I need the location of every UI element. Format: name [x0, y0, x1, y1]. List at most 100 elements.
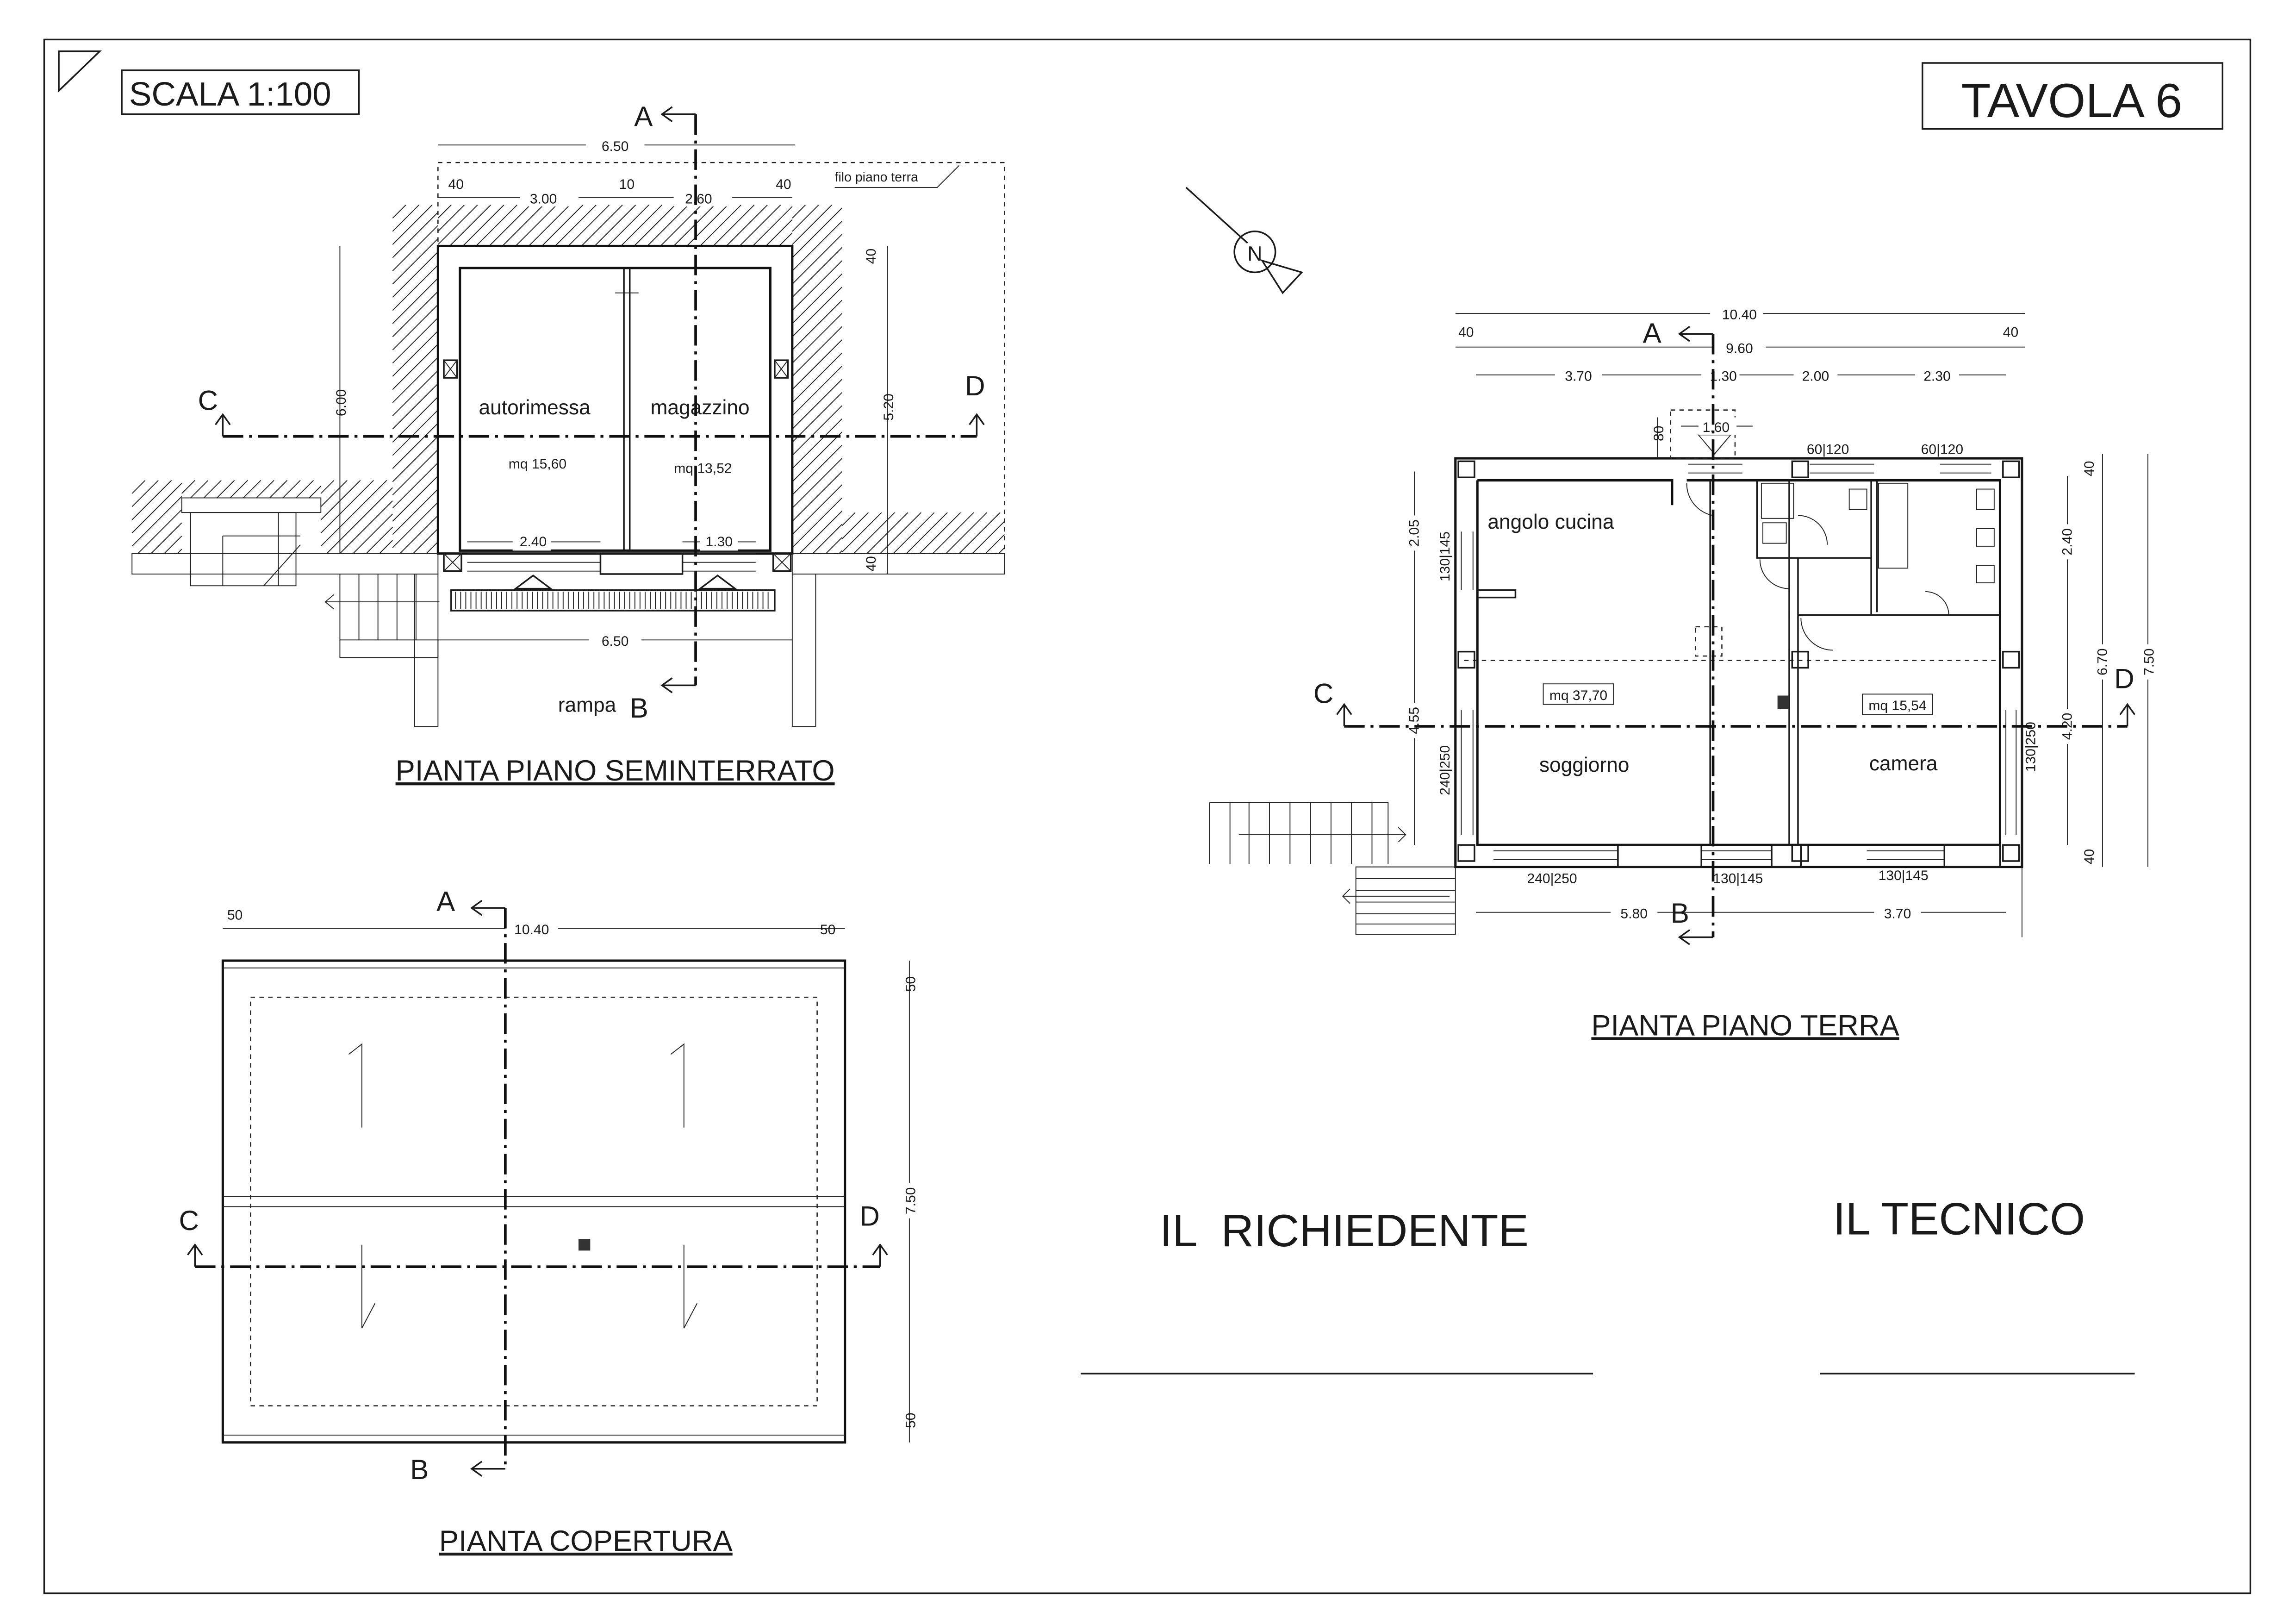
hatch-line — [792, 431, 843, 482]
hatch-line — [392, 212, 439, 258]
dim: 3.70 — [1884, 906, 1911, 921]
dim: 60|120 — [1921, 442, 1963, 457]
room-label-bedroom: camera — [1869, 752, 1938, 775]
hatch-line — [131, 480, 159, 507]
hatch-line — [392, 278, 439, 324]
room-area-garage: mq 15,60 — [509, 456, 566, 472]
hatch-line — [839, 550, 843, 554]
hatch-line — [392, 205, 433, 245]
hatch-line — [792, 205, 819, 232]
hatch-line — [392, 331, 439, 377]
section-label-b: B — [1671, 898, 1689, 929]
dim: 7.50 — [903, 1187, 919, 1214]
basement-plan-title: PIANTA PIANO SEMINTERRATO — [396, 755, 835, 787]
section-lines: A B C D — [179, 886, 888, 1485]
hatch-line — [392, 291, 439, 337]
dim: 50 — [903, 976, 919, 992]
dim: 130|250 — [2023, 722, 2038, 772]
wall-outline — [250, 996, 818, 1406]
hatch-line — [528, 205, 570, 247]
hatch-line — [392, 449, 439, 495]
room-area-living: mq 37,70 — [1549, 688, 1607, 703]
basement-plan: filo piano terra — [131, 101, 1005, 787]
hatch-line — [320, 480, 387, 547]
dim: 6.70 — [2095, 649, 2110, 675]
shower — [1761, 482, 1794, 519]
hatch-line — [309, 486, 321, 499]
dim: 6.50 — [602, 634, 628, 649]
dim: 130|145 — [1437, 531, 1453, 581]
section-label-d: D — [859, 1201, 879, 1232]
dim: 2.60 — [685, 192, 712, 207]
applicant-label: IL RICHIEDENTE — [1160, 1205, 1529, 1256]
hatch-line — [812, 524, 843, 554]
hatch-line — [634, 205, 676, 247]
room-label-kitchen: angolo cucina — [1487, 511, 1614, 533]
hatch-line — [392, 436, 439, 482]
hatch-line — [554, 205, 597, 247]
ground-floor-outline — [437, 162, 1005, 554]
scale-box: SCALA 1:100 — [121, 69, 360, 115]
hatch-line — [792, 366, 843, 417]
door-swings — [1686, 483, 1949, 651]
dim: 130|145 — [1713, 871, 1763, 886]
hatch-line — [320, 480, 374, 534]
stone-band — [131, 497, 1005, 727]
hatch-line — [426, 541, 439, 554]
garage-doors — [467, 552, 756, 590]
hatch-line — [256, 480, 274, 499]
section-label-c: C — [198, 385, 218, 416]
hatch-line — [320, 480, 335, 494]
hatch-line — [437, 205, 478, 245]
hatch-line — [131, 483, 182, 534]
toilet — [1762, 522, 1787, 544]
hatch-line — [392, 238, 439, 285]
hatch-line — [230, 480, 248, 499]
room-area-bedroom: mq 15,54 — [1868, 698, 1926, 713]
hatch-line — [825, 537, 843, 554]
hatch-line — [392, 423, 439, 469]
hatch-line — [594, 205, 636, 247]
hatch-line — [392, 488, 439, 535]
hatch-line — [489, 205, 531, 247]
hatch-line — [449, 205, 491, 247]
section-label-d: D — [965, 370, 985, 401]
hatch-line — [906, 512, 948, 554]
hatch-line — [502, 205, 544, 247]
hatch-line — [392, 383, 439, 430]
hatch-line — [998, 547, 1005, 554]
hatch-line — [893, 512, 935, 554]
external-stairs — [1209, 802, 1456, 935]
hatch-line — [392, 205, 406, 219]
external-stair — [190, 512, 440, 640]
hatch-line — [339, 500, 393, 554]
hatch-line — [673, 205, 715, 247]
hatch-line — [792, 484, 843, 535]
hatch-line — [392, 357, 439, 403]
hatch-line — [792, 458, 843, 509]
room-label-storage: magazzino — [651, 396, 750, 419]
chimney — [1777, 695, 1789, 709]
roof-dimensions: 50 10.40 50 50 7.50 50 — [223, 907, 919, 1443]
hatch-line — [792, 313, 843, 364]
ground-floor-plan-title: PIANTA PIANO TERRA — [1591, 1009, 1899, 1042]
sheet-border — [43, 38, 2252, 1594]
section-label-c: C — [179, 1205, 199, 1236]
pillars — [443, 359, 792, 572]
hatch-line — [752, 206, 793, 247]
roof-outline — [221, 959, 846, 1444]
dim: 3.00 — [530, 192, 557, 207]
hatch-line — [353, 513, 393, 554]
hatch-line — [437, 205, 452, 219]
ground-floor-plan: angolo cucina soggiorno mq 37,70 camera … — [1209, 304, 2157, 1042]
hatch-line — [792, 352, 843, 403]
hatch-line — [853, 512, 895, 554]
hatch-line — [841, 512, 869, 539]
earth-hatching — [131, 205, 1005, 554]
dim: 130|145 — [1879, 868, 1929, 883]
hatch-line — [164, 536, 182, 554]
hatch-line — [792, 260, 843, 311]
section-label-a: A — [436, 886, 455, 917]
hatch-line — [392, 396, 439, 443]
technician-label: IL TECNICO — [1833, 1193, 2085, 1244]
